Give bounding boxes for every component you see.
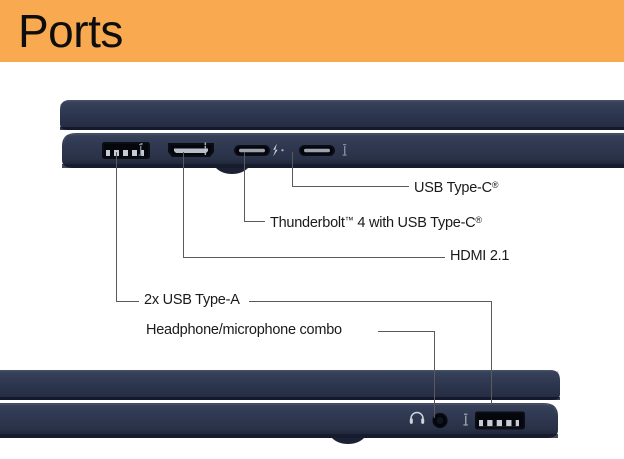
callout-thunderbolt-4-mid: 4 with USB Type-C: [353, 215, 476, 232]
registered-mark-icon: ®: [491, 180, 499, 190]
callout-usb-type-c: USB Type-C®: [414, 177, 498, 197]
callout-thunderbolt-4-lead: Thunderbolt: [270, 215, 345, 232]
callout-hdmi-2-1: HDMI 2.1: [450, 248, 510, 264]
usb-superspeed-icon-3: [463, 413, 468, 426]
header-banner: Ports: [0, 0, 624, 62]
port-thunderbolt-2: [299, 145, 335, 156]
laptop-foot: [332, 438, 364, 444]
laptop-base: [0, 403, 558, 438]
port-hdmi: [168, 143, 214, 157]
top-laptop-image: [56, 98, 624, 176]
usb-superspeed-icon: [138, 143, 143, 156]
laptop-foot: [216, 168, 248, 174]
callout-usb-type-c-text: USB Type-C: [414, 180, 492, 197]
thunderbolt-bolt-icon: [273, 143, 284, 157]
port-usb-a-bottom: [475, 411, 525, 430]
port-thunderbolt-1: [234, 145, 270, 156]
port-usb-a-top: [102, 142, 150, 159]
laptop-lid: [0, 370, 560, 400]
page-title: Ports: [18, 5, 123, 57]
callout-usb-type-a: 2x USB Type-A: [144, 292, 240, 308]
callout-thunderbolt-4: Thunderbolt™ 4 with USB Type-C®: [270, 212, 482, 232]
bottom-laptop-image: [0, 368, 564, 446]
laptop-lid: [60, 100, 624, 130]
callout-headphone-mic-combo: Headphone/microphone combo: [146, 322, 342, 338]
port-headphone-jack: [432, 412, 448, 429]
trademark-mark-icon: ™: [344, 215, 354, 225]
registered-mark-icon-2: ®: [475, 215, 483, 225]
